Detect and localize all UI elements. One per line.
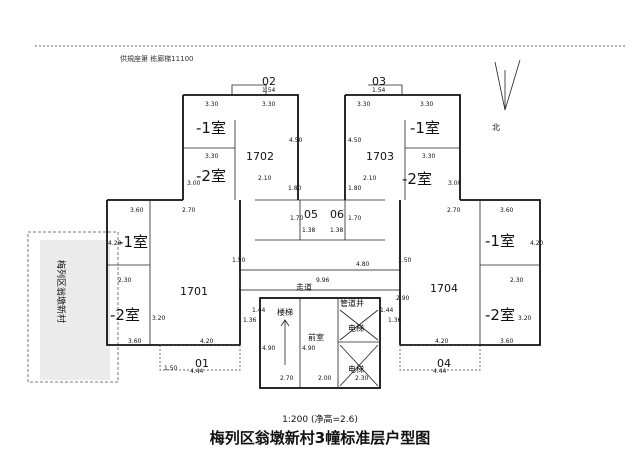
- dim-210-b: 2.10: [363, 175, 377, 182]
- unit-number-03: 03: [372, 75, 386, 88]
- dim-490-b: 4.90: [302, 345, 316, 352]
- dim-138-b: 1.38: [330, 227, 344, 234]
- dim-490-a: 4.90: [262, 345, 276, 352]
- dim-170-a: 1.70: [290, 215, 304, 222]
- unit-number-01: 01: [195, 357, 209, 370]
- dim-136-a: 1.36: [243, 317, 257, 324]
- unit-1704-label: 1704: [430, 282, 458, 295]
- dim-480: 4.80: [356, 261, 370, 268]
- room-1702-one: -1室: [196, 119, 226, 137]
- dim-450-a: 4.50: [289, 137, 303, 144]
- room-1704-two: -2室: [485, 306, 515, 324]
- dim-290: 2.90: [396, 295, 410, 302]
- dim-320-a: 3.20: [152, 315, 166, 322]
- front-room-label: 前室: [308, 332, 324, 342]
- room-1704-one: -1室: [485, 232, 515, 250]
- unit-number-05: 05: [304, 208, 318, 221]
- dim-150-b: 1.50: [398, 257, 412, 264]
- dimension-labels: 1.54 1.54 3.30 3.30 3.30 3.30 3.30 3.30 …: [108, 87, 544, 382]
- elevator-label-1: 电梯: [348, 323, 364, 333]
- dim-154-b: 1.54: [372, 87, 386, 94]
- dim-136-b: 1.36: [388, 317, 402, 324]
- dim-330-b: 3.30: [262, 101, 276, 108]
- dim-360-b: 3.60: [500, 207, 514, 214]
- dim-200: 2.00: [318, 375, 332, 382]
- dim-270-c: 2.70: [280, 375, 294, 382]
- dim-330-d: 3.30: [420, 101, 434, 108]
- room-1701-two: -2室: [110, 306, 140, 324]
- dim-996: 9.96: [316, 277, 330, 284]
- outer-walls: [106, 84, 541, 389]
- room-1702-two: -2室: [196, 167, 226, 185]
- north-arrow-icon: 北: [492, 59, 521, 132]
- dim-144-b: 1.44: [380, 307, 394, 314]
- unit-1703-label: 1703: [366, 150, 394, 163]
- dim-144-a: 1.44: [252, 307, 266, 314]
- north-label: 北: [492, 123, 500, 132]
- stamp-text: 梅列区翁墩新村: [55, 260, 67, 323]
- dim-360-a: 3.60: [130, 207, 144, 214]
- unit-1701-label: 1701: [180, 285, 208, 298]
- corridor-label: 走道: [296, 282, 312, 292]
- plan-title: 梅列区翁墩新村3幢标准层户型图: [209, 429, 431, 447]
- unit-1702-label: 1702: [246, 150, 274, 163]
- scale-note: 1:200 (净高=2.6): [282, 415, 358, 425]
- dim-330-f: 3.30: [422, 153, 436, 160]
- dim-230-c: 2.30: [355, 375, 369, 382]
- dim-444-a: 4.44: [190, 368, 204, 375]
- stamp: 梅列区翁墩新村: [27, 231, 119, 383]
- dim-420-d: 4.20: [435, 338, 449, 345]
- elevator-label-2: 电梯: [348, 364, 364, 374]
- dim-360-c: 3.60: [128, 338, 142, 345]
- dim-180-a: 1.80: [288, 185, 302, 192]
- dim-270-a: 2.70: [182, 207, 196, 214]
- dim-150-a: 1.50: [232, 257, 246, 264]
- unit-number-04: 04: [437, 357, 451, 370]
- pipe-shaft-label: 管道井: [340, 298, 364, 308]
- dim-180-b: 1.80: [348, 185, 362, 192]
- room-1703-one: -1室: [410, 119, 440, 137]
- dim-138-a: 1.38: [302, 227, 316, 234]
- floor-plan: 北 梅列区翁墩新村: [27, 45, 625, 389]
- dim-320-b: 3.20: [518, 315, 532, 322]
- unit-number-06: 06: [330, 208, 344, 221]
- dim-330-c: 3.30: [357, 101, 371, 108]
- dim-450-b: 4.50: [348, 137, 362, 144]
- dim-330-a: 3.30: [205, 101, 219, 108]
- dim-360-d: 3.60: [500, 338, 514, 345]
- dim-444-b: 4.44: [433, 368, 447, 375]
- dim-150-c: 1.50: [164, 365, 178, 372]
- dim-210-a: 2.10: [258, 175, 272, 182]
- stair-label: 楼梯: [277, 307, 293, 317]
- dim-330-e: 3.30: [205, 153, 219, 160]
- dim-420-b: 4.20: [530, 240, 544, 247]
- dim-420-c: 4.20: [200, 338, 214, 345]
- room-1703-two: -2室: [402, 170, 432, 188]
- dim-300-b: 3.00: [448, 180, 462, 187]
- dim-230-a: 2.30: [118, 277, 132, 284]
- dim-154-a: 1.54: [262, 87, 276, 94]
- dim-270-b: 2.70: [447, 207, 461, 214]
- header-note: 供規座第 栋廊梯11100: [120, 55, 194, 63]
- dim-170-b: 1.70: [348, 215, 362, 222]
- dim-230-b: 2.30: [510, 277, 524, 284]
- unit-number-02: 02: [262, 75, 276, 88]
- dim-420-a: 4.20: [108, 240, 122, 247]
- room-1701-one: -1室: [118, 233, 148, 251]
- dim-300-a: 3.00: [187, 180, 201, 187]
